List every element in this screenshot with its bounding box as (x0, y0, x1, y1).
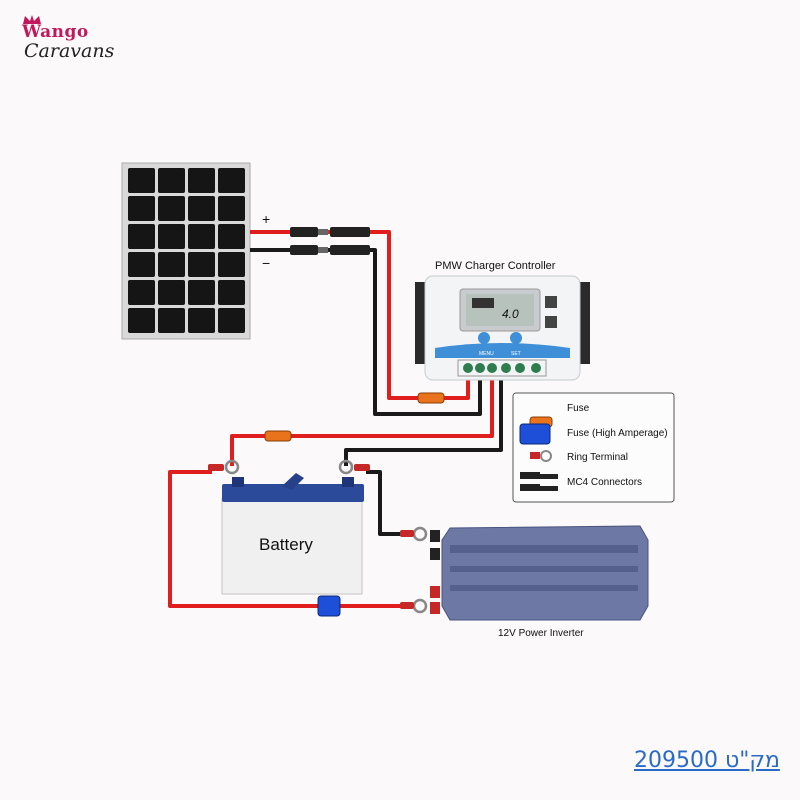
legend: Fuse Fuse (High Amperage) Ring Terminal … (512, 392, 675, 503)
fuse-icon (264, 392, 445, 442)
solar-cell (218, 196, 245, 221)
solar-cell (158, 196, 185, 221)
solar-cell (158, 224, 185, 249)
brand-logo: Wango Caravans (22, 15, 132, 68)
legend-mc4-connector-icon (520, 472, 558, 491)
brand-line1: Wango (22, 22, 89, 42)
solar-cell (188, 196, 215, 221)
solar-cell (188, 224, 215, 249)
solar-cell (128, 252, 155, 277)
wire-controller-battery-positive (230, 380, 494, 466)
legend-item-label: Fuse (567, 403, 590, 414)
sku-link[interactable]: מק"ט 209500 (634, 748, 780, 773)
solar-cell (158, 168, 185, 193)
solar-cell (158, 308, 185, 333)
wire-battery-inverter-negative (366, 470, 410, 536)
solar-cell (218, 308, 245, 333)
brand-line2: Caravans (24, 40, 115, 62)
solar-cell (128, 308, 155, 333)
power-inverter: 12V Power Inverter (430, 525, 649, 639)
solar-cell (188, 168, 215, 193)
inverter-label: 12V Power Inverter (498, 628, 584, 639)
mc4-connector-icon (290, 227, 370, 255)
battery-label: Battery (259, 535, 313, 554)
solar-cell (128, 280, 155, 305)
legend-ring-terminal-icon (530, 450, 552, 462)
lcd-readout: 4.0 (502, 307, 519, 321)
menu-label: MENU (479, 351, 494, 357)
solar-cell (158, 252, 185, 277)
solar-cell (128, 168, 155, 193)
battery: Battery (221, 473, 364, 595)
solar-cell (188, 280, 215, 305)
legend-item-label: Fuse (High Amperage) (567, 428, 668, 439)
solar-cell (188, 252, 215, 277)
legend-item-label: Ring Terminal (567, 452, 628, 463)
fuse-high-amperage-icon (317, 595, 341, 617)
solar-cell (188, 308, 215, 333)
solar-cell (218, 252, 245, 277)
ring-terminal-icon (208, 459, 428, 614)
controller-label: PMW Charger Controller (435, 260, 556, 272)
legend-item-label: MC4 Connectors (567, 477, 642, 488)
solar-cell (128, 224, 155, 249)
solar-panel (121, 162, 251, 340)
solar-cell (218, 168, 245, 193)
solar-cell (158, 280, 185, 305)
legend-fuse-high-amperage-icon (519, 423, 551, 445)
wire-battery-inverter-positive (168, 470, 410, 608)
positive-label: + (262, 211, 270, 227)
negative-label: − (262, 255, 270, 271)
wire-controller-battery-negative (344, 380, 503, 466)
solar-cell (128, 196, 155, 221)
solar-cell (218, 224, 245, 249)
set-label: SET (511, 351, 521, 357)
charge-controller: 4.0 MENU SET (415, 275, 590, 381)
crown-icon (23, 15, 41, 24)
solar-cell (218, 280, 245, 305)
